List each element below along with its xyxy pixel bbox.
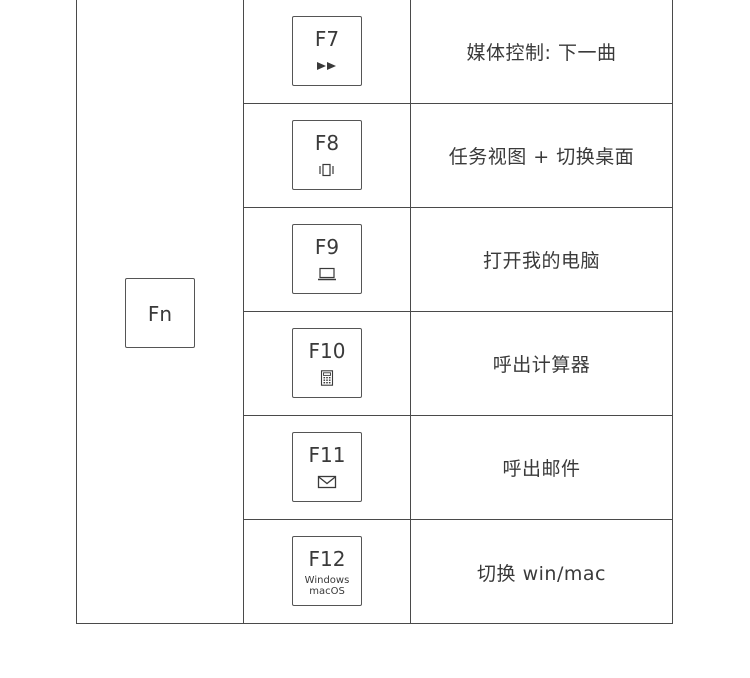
key-cell: F12 Windows macOS bbox=[244, 520, 411, 624]
key-cell: F8 bbox=[244, 104, 411, 207]
table-row: F12 Windows macOS 切换 win/mac bbox=[244, 520, 672, 624]
table-row: F7 媒体控制: 下一曲 bbox=[244, 0, 672, 104]
key-f9: F9 bbox=[292, 224, 362, 294]
calculator-icon bbox=[320, 370, 334, 386]
os-windows-label: Windows bbox=[304, 575, 350, 586]
key-f11: F11 bbox=[292, 432, 362, 502]
key-f8: F8 bbox=[292, 120, 362, 190]
key-label: F10 bbox=[308, 339, 346, 363]
key-label: F8 bbox=[314, 131, 340, 155]
key-label: F7 bbox=[314, 27, 340, 51]
fn-column: Fn bbox=[77, 0, 244, 623]
key-label: F11 bbox=[308, 443, 346, 467]
key-cell: F11 bbox=[244, 416, 411, 519]
os-macos-label: macOS bbox=[309, 586, 345, 597]
row-description: 呼出计算器 bbox=[492, 354, 591, 376]
table-row: F8 任务视图 + 切换桌面 bbox=[244, 104, 672, 208]
table-row: F10 bbox=[244, 312, 672, 416]
row-description: 打开我的电脑 bbox=[482, 250, 600, 272]
task-view-icon bbox=[319, 163, 334, 177]
key-f7: F7 bbox=[292, 16, 362, 86]
laptop-icon bbox=[318, 267, 336, 281]
key-cell: F7 bbox=[244, 0, 411, 103]
key-label: F9 bbox=[314, 235, 340, 259]
row-description: 呼出邮件 bbox=[502, 458, 581, 480]
row-description: 任务视图 + 切换桌面 bbox=[448, 146, 635, 168]
row-description: 媒体控制: 下一曲 bbox=[466, 42, 617, 64]
table-row: F9 打开我的电脑 bbox=[244, 208, 672, 312]
key-f10: F10 bbox=[292, 328, 362, 398]
fn-shortcut-table: Fn F7 媒体控制: 下一曲 F8 bbox=[76, 0, 673, 624]
fast-forward-icon bbox=[317, 62, 336, 70]
key-cell: F10 bbox=[244, 312, 411, 415]
table-row: F11 呼出邮件 bbox=[244, 416, 672, 520]
fn-key-label: Fn bbox=[147, 302, 173, 326]
key-label: F12 bbox=[308, 547, 346, 571]
key-cell: F9 bbox=[244, 208, 411, 311]
mail-icon bbox=[317, 475, 337, 489]
os-switch-text: Windows macOS bbox=[293, 575, 361, 597]
row-description: 切换 win/mac bbox=[477, 562, 606, 585]
function-key-rows: F7 媒体控制: 下一曲 F8 bbox=[244, 0, 672, 624]
key-f12: F12 Windows macOS bbox=[292, 536, 362, 606]
fn-key: Fn bbox=[125, 278, 195, 348]
